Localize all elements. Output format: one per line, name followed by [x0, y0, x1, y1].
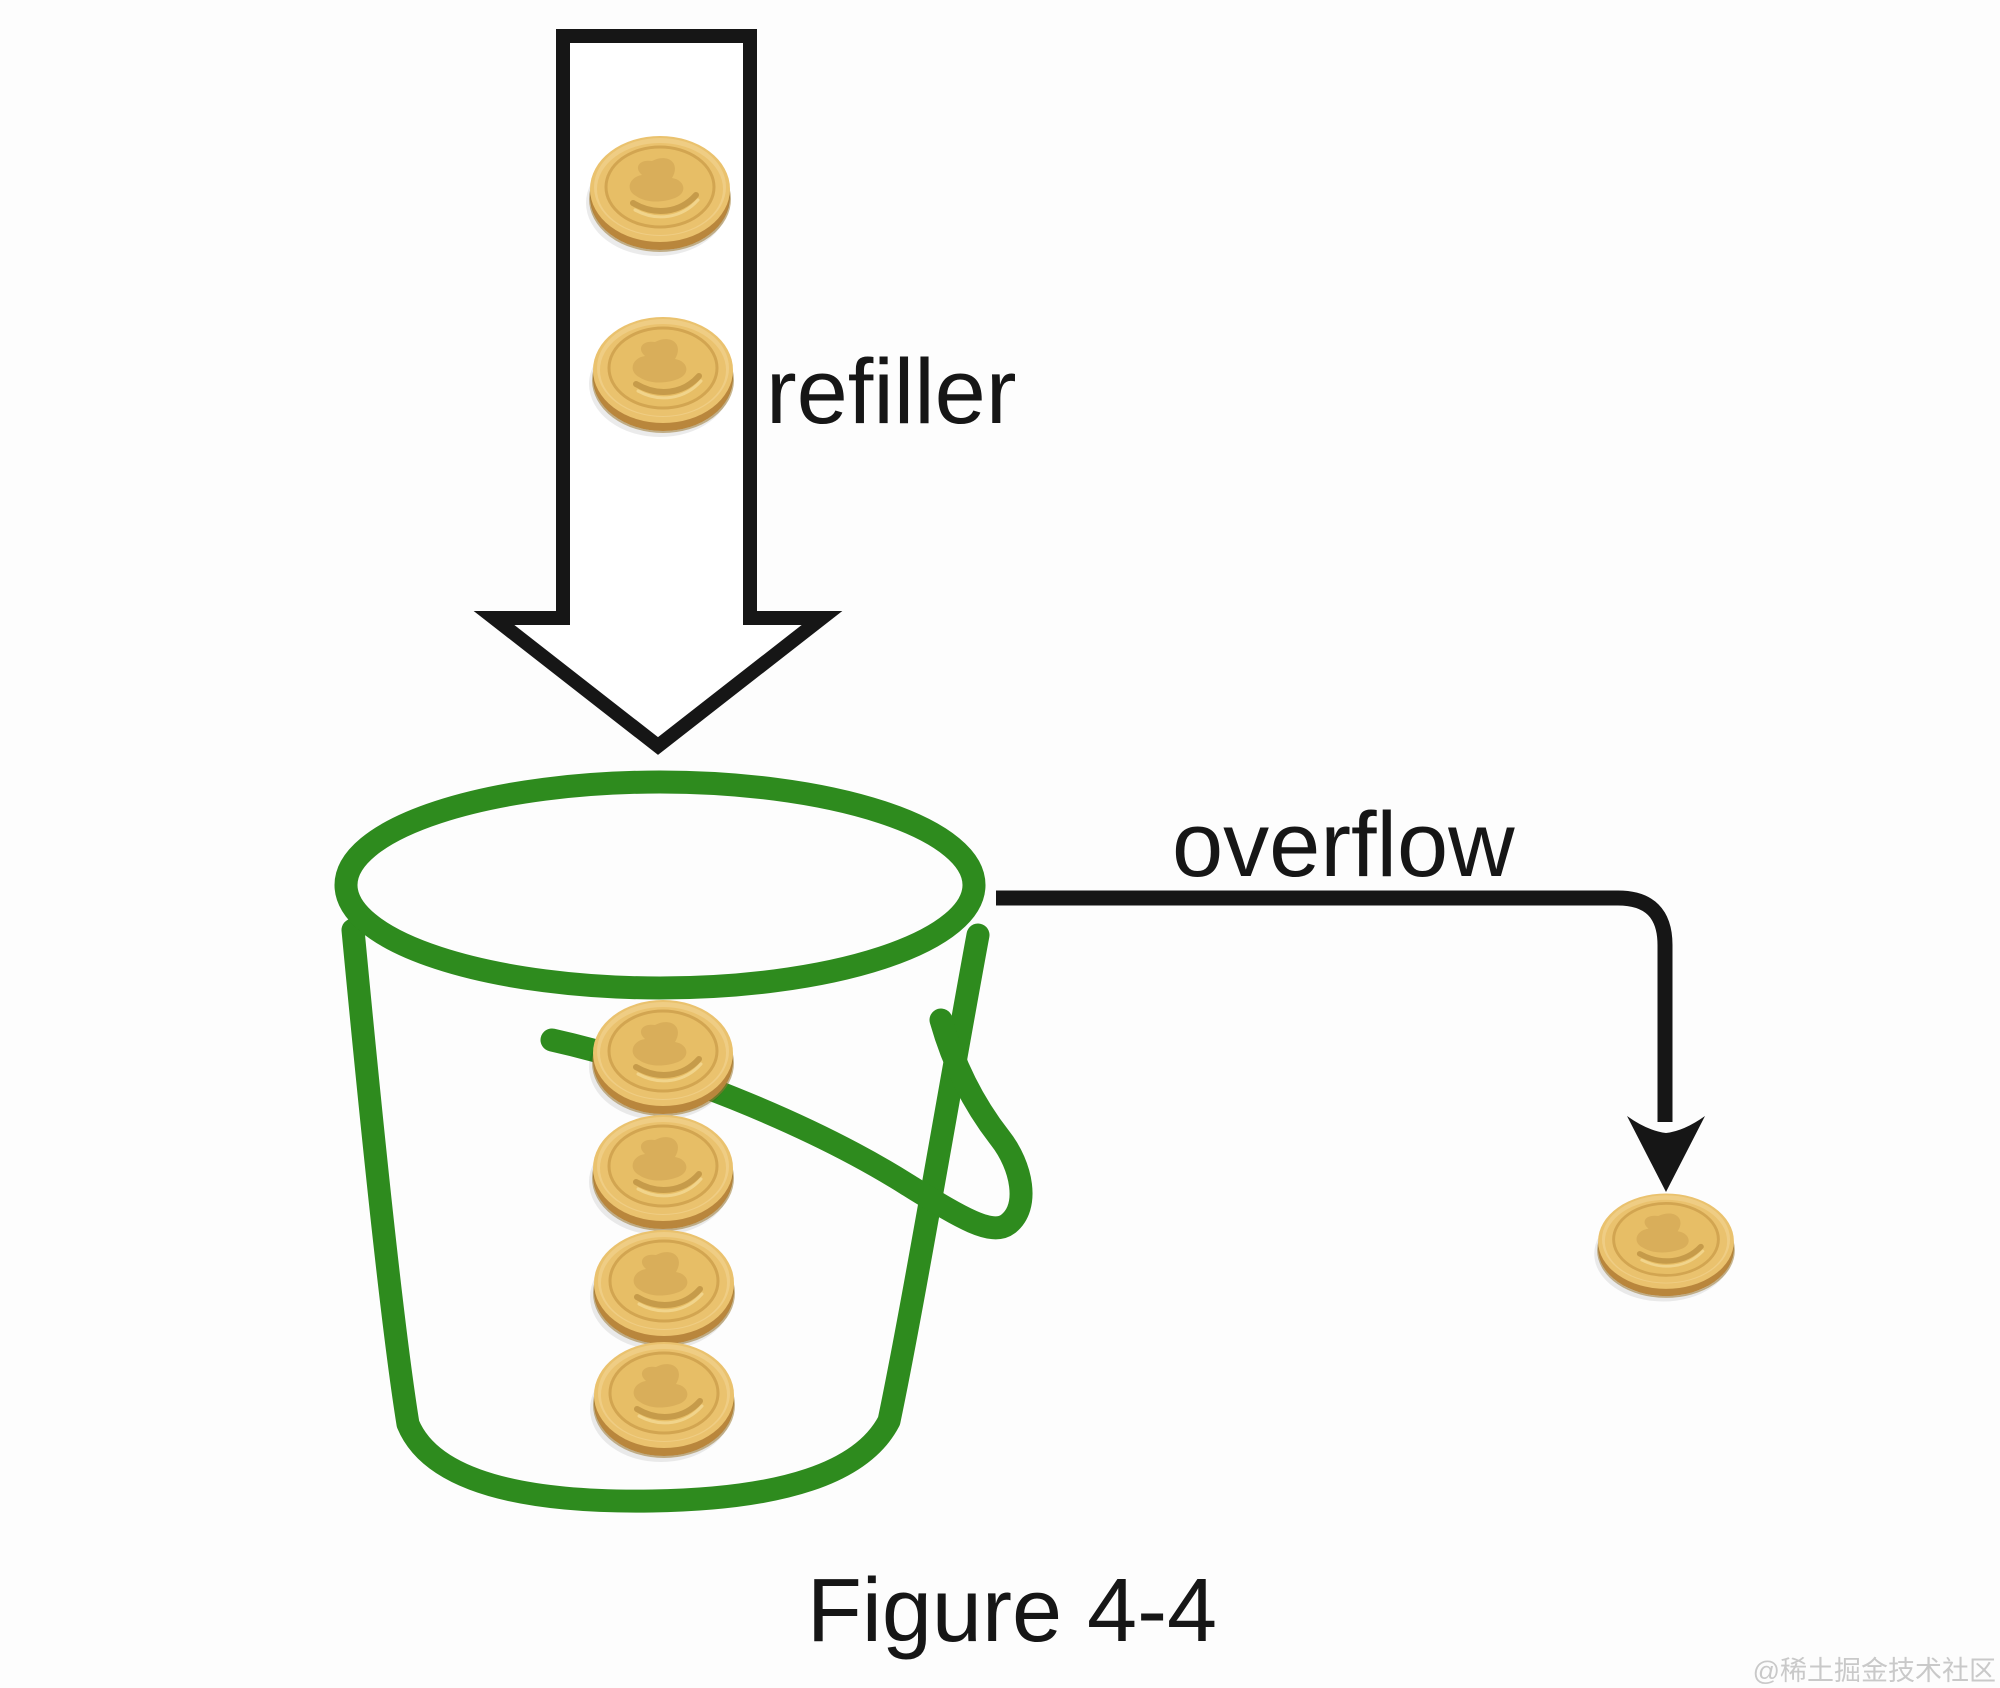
token-coin-icon [589, 1115, 733, 1235]
token-coin-icon [590, 1230, 734, 1350]
bucket-rim [334, 770, 986, 1000]
bucket-tokens [589, 1000, 734, 1462]
overflow-arrowhead-icon [1627, 1116, 1705, 1192]
watermark: @稀土掘金技术社区 [1753, 1656, 1996, 1686]
token-coin-icon [589, 1000, 733, 1120]
overflow-token-coin-icon [1594, 1194, 1734, 1302]
token-coin-icon [589, 317, 733, 437]
refiller-label: refiller [766, 341, 1016, 443]
overflow-line [996, 890, 1673, 1122]
bucket-body [341, 918, 990, 1513]
figure-caption: Figure 4-4 [807, 1561, 1217, 1661]
token-coin-icon [586, 136, 730, 256]
token-coin-icon [590, 1342, 734, 1462]
overflow-label: overflow [1172, 794, 1515, 896]
